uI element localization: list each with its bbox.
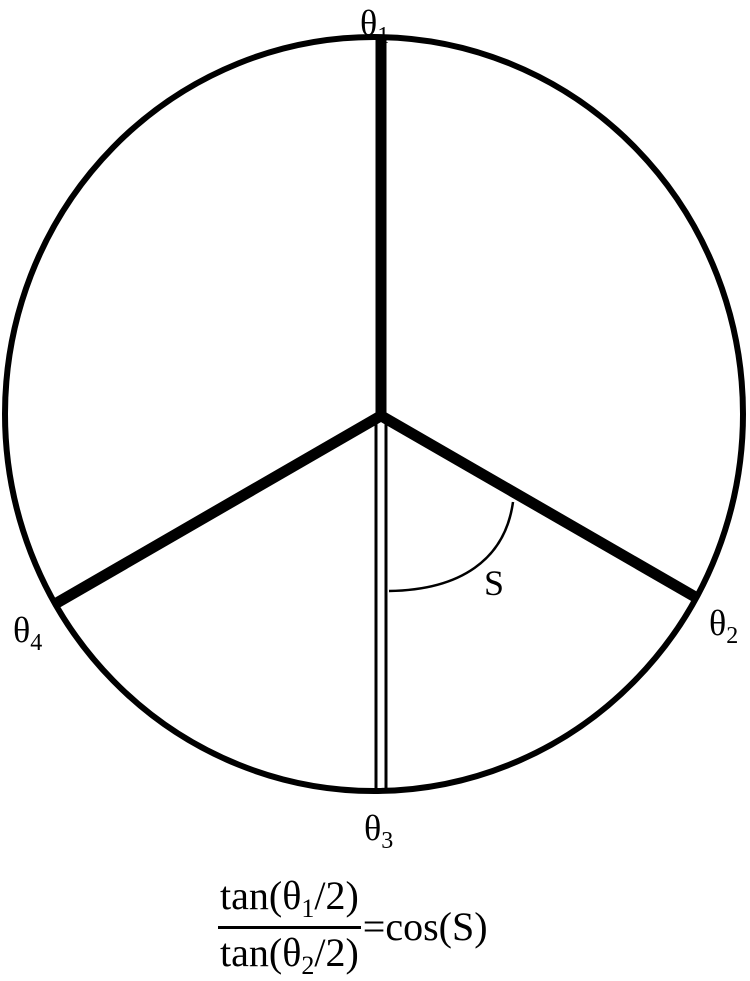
formula-fraction: tan(θ1/2) tan(θ2/2) <box>218 872 361 981</box>
angle-label-s: S <box>484 563 505 603</box>
formula-rhs: =cos(S) <box>362 904 488 949</box>
formula-numerator: tan(θ1/2) <box>218 872 361 929</box>
node-label-theta2: θ2 <box>709 603 739 649</box>
formula-denominator: tan(θ2/2) <box>220 930 359 980</box>
node-label-theta4: θ4 <box>13 610 43 656</box>
node-label-theta1: θ1 <box>360 3 390 49</box>
node-label-theta3: θ3 <box>364 808 394 854</box>
formula: tan(θ1/2) tan(θ2/2) =cos(S) <box>218 872 488 981</box>
outer-circle <box>2 34 746 794</box>
angle-arc <box>388 501 515 593</box>
edge-theta4 <box>52 409 387 609</box>
edge-theta2 <box>375 409 700 603</box>
